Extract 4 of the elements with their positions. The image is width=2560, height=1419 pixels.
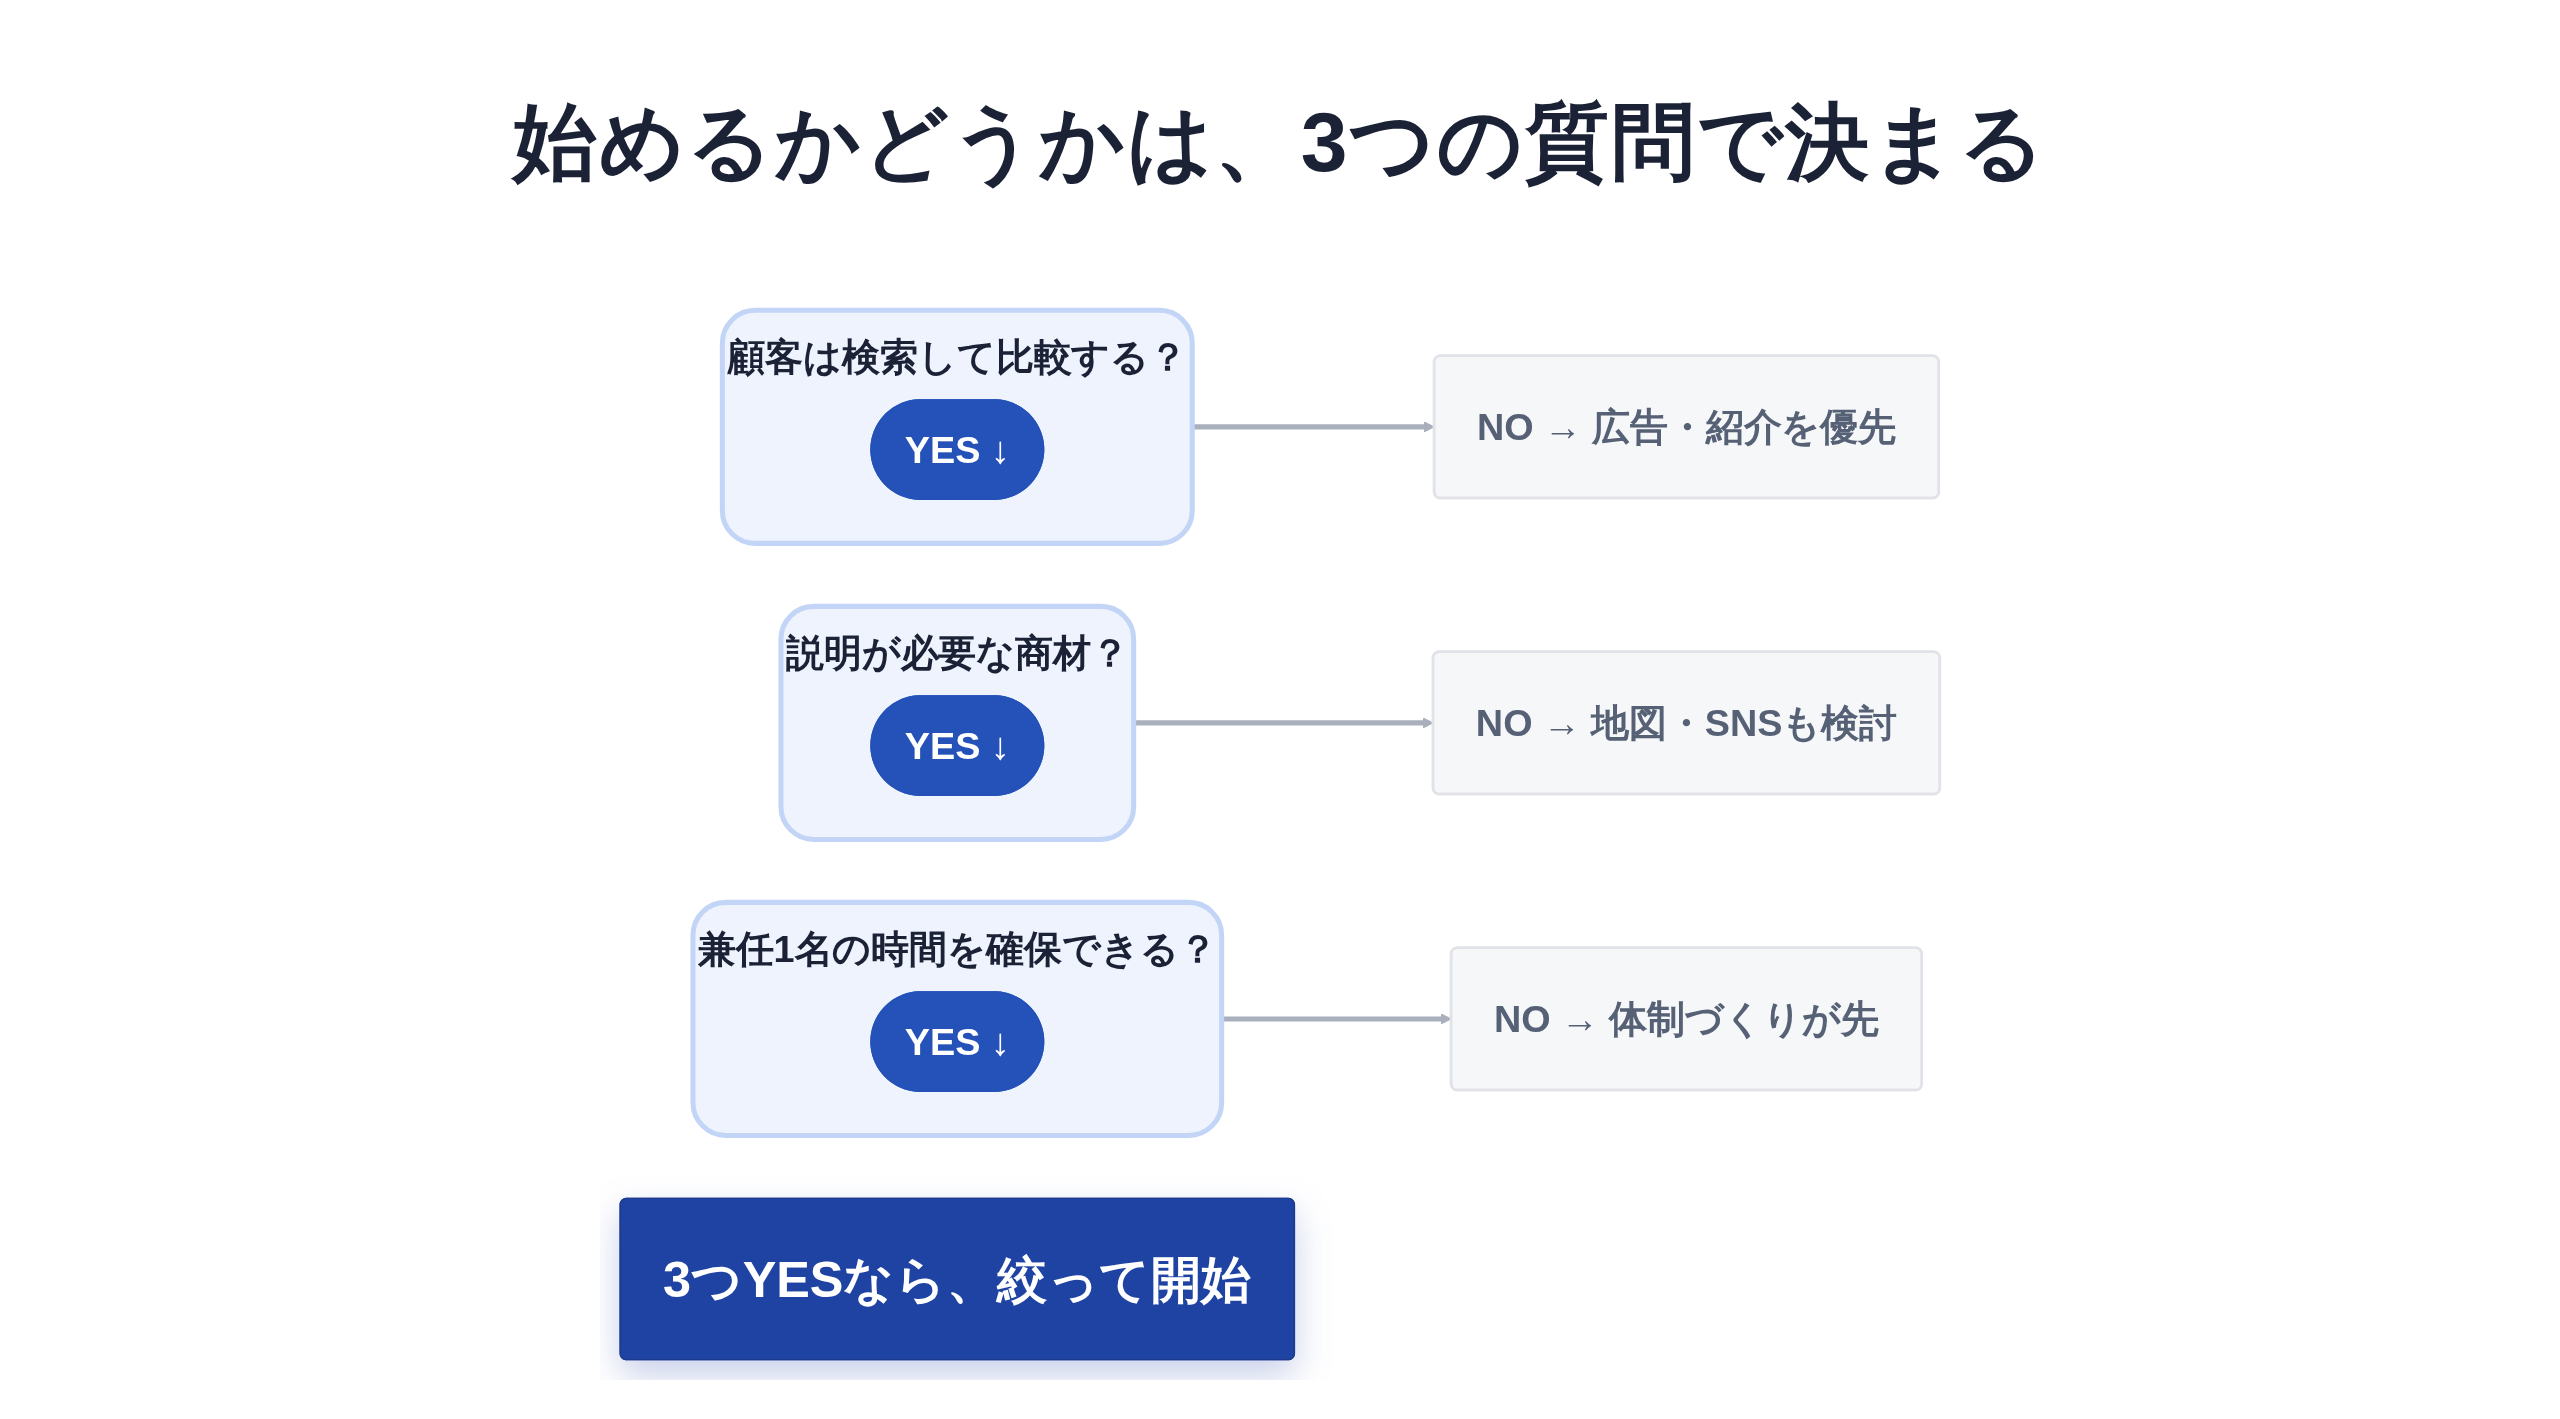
arrow xyxy=(1221,1013,1452,1025)
diagram-title: 始めるかどうかは、3つの質問で決まる xyxy=(512,94,2048,191)
arrow xyxy=(1133,717,1434,729)
arrow xyxy=(1192,421,1435,433)
